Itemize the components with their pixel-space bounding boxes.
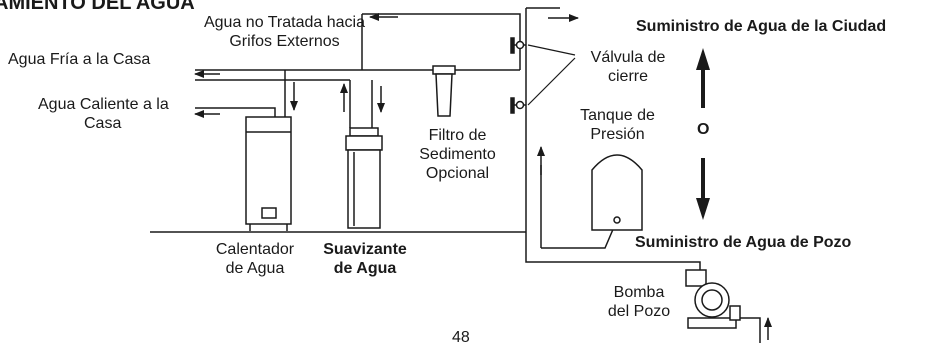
untreated-water-line2: Grifos Externos: [229, 33, 340, 50]
shutoff-valves: [510, 37, 525, 114]
cold-water-label: Agua Fría a la Casa: [8, 51, 151, 68]
shutoff-valve-line2: cierre: [607, 68, 648, 85]
diagram-heading: AMIENTO DEL AGUA: [0, 0, 195, 14]
water-heater-line2: de Agua: [225, 260, 285, 277]
pump-outlet: [740, 317, 761, 343]
hot-water-label: Agua Caliente a la Casa: [38, 95, 169, 133]
sediment-filter-line2: Sedimento: [419, 146, 496, 163]
water-softener: [345, 127, 383, 229]
page-number: 48: [452, 329, 470, 346]
water-heater-line1: Calentador: [215, 241, 295, 258]
untreated-water-line1: Agua no Tratada hacia: [203, 14, 365, 31]
well-pump-line2: del Pozo: [607, 303, 671, 320]
sediment-filter: [432, 65, 456, 117]
or-label: O: [697, 121, 710, 138]
or-arrows: [696, 48, 710, 220]
well-pump-line1: Bomba: [613, 284, 665, 301]
water-heater-label: Calentador de Agua: [205, 240, 305, 278]
untreated-water-label: Agua no Tratada hacia Grifos Externos: [202, 13, 367, 51]
city-supply-label: Suministro de Agua de la Ciudad: [636, 18, 887, 35]
pressure-tank-line1: Tanque de: [580, 107, 655, 124]
hot-water-line2: Casa: [84, 115, 122, 132]
water-softener-line2: de Agua: [333, 260, 397, 277]
well-pump-label: Bomba del Pozo: [600, 283, 678, 321]
valve-top: [510, 37, 525, 54]
flow-arrows: [194, 13, 772, 340]
valve-pointers: [527, 44, 576, 106]
well-pump: [685, 269, 741, 329]
sediment-filter-line3: Opcional: [425, 165, 490, 182]
pressure-tank-line2: Presión: [590, 126, 645, 143]
water-softener-label: Suavizante de Agua: [315, 240, 415, 278]
well-supply-label: Suministro de Agua de Pozo: [635, 234, 852, 251]
pressure-tank: [591, 154, 643, 231]
water-heater: [245, 116, 292, 231]
hot-water-pipe: [195, 107, 276, 117]
shutoff-valve-label: Válvula de cierre: [578, 48, 678, 86]
untreated-pipe: [362, 13, 521, 70]
pressure-tank-label: Tanque de Presión: [575, 106, 660, 144]
sediment-filter-line1: Filtro de: [428, 127, 487, 144]
sediment-filter-label: Filtro de Sedimento Opcional: [410, 126, 505, 183]
valve-bottom: [510, 97, 525, 114]
hot-water-line1: Agua Caliente a la: [38, 96, 169, 113]
water-softener-line1: Suavizante: [323, 241, 407, 258]
shutoff-valve-line1: Válvula de: [590, 49, 666, 66]
